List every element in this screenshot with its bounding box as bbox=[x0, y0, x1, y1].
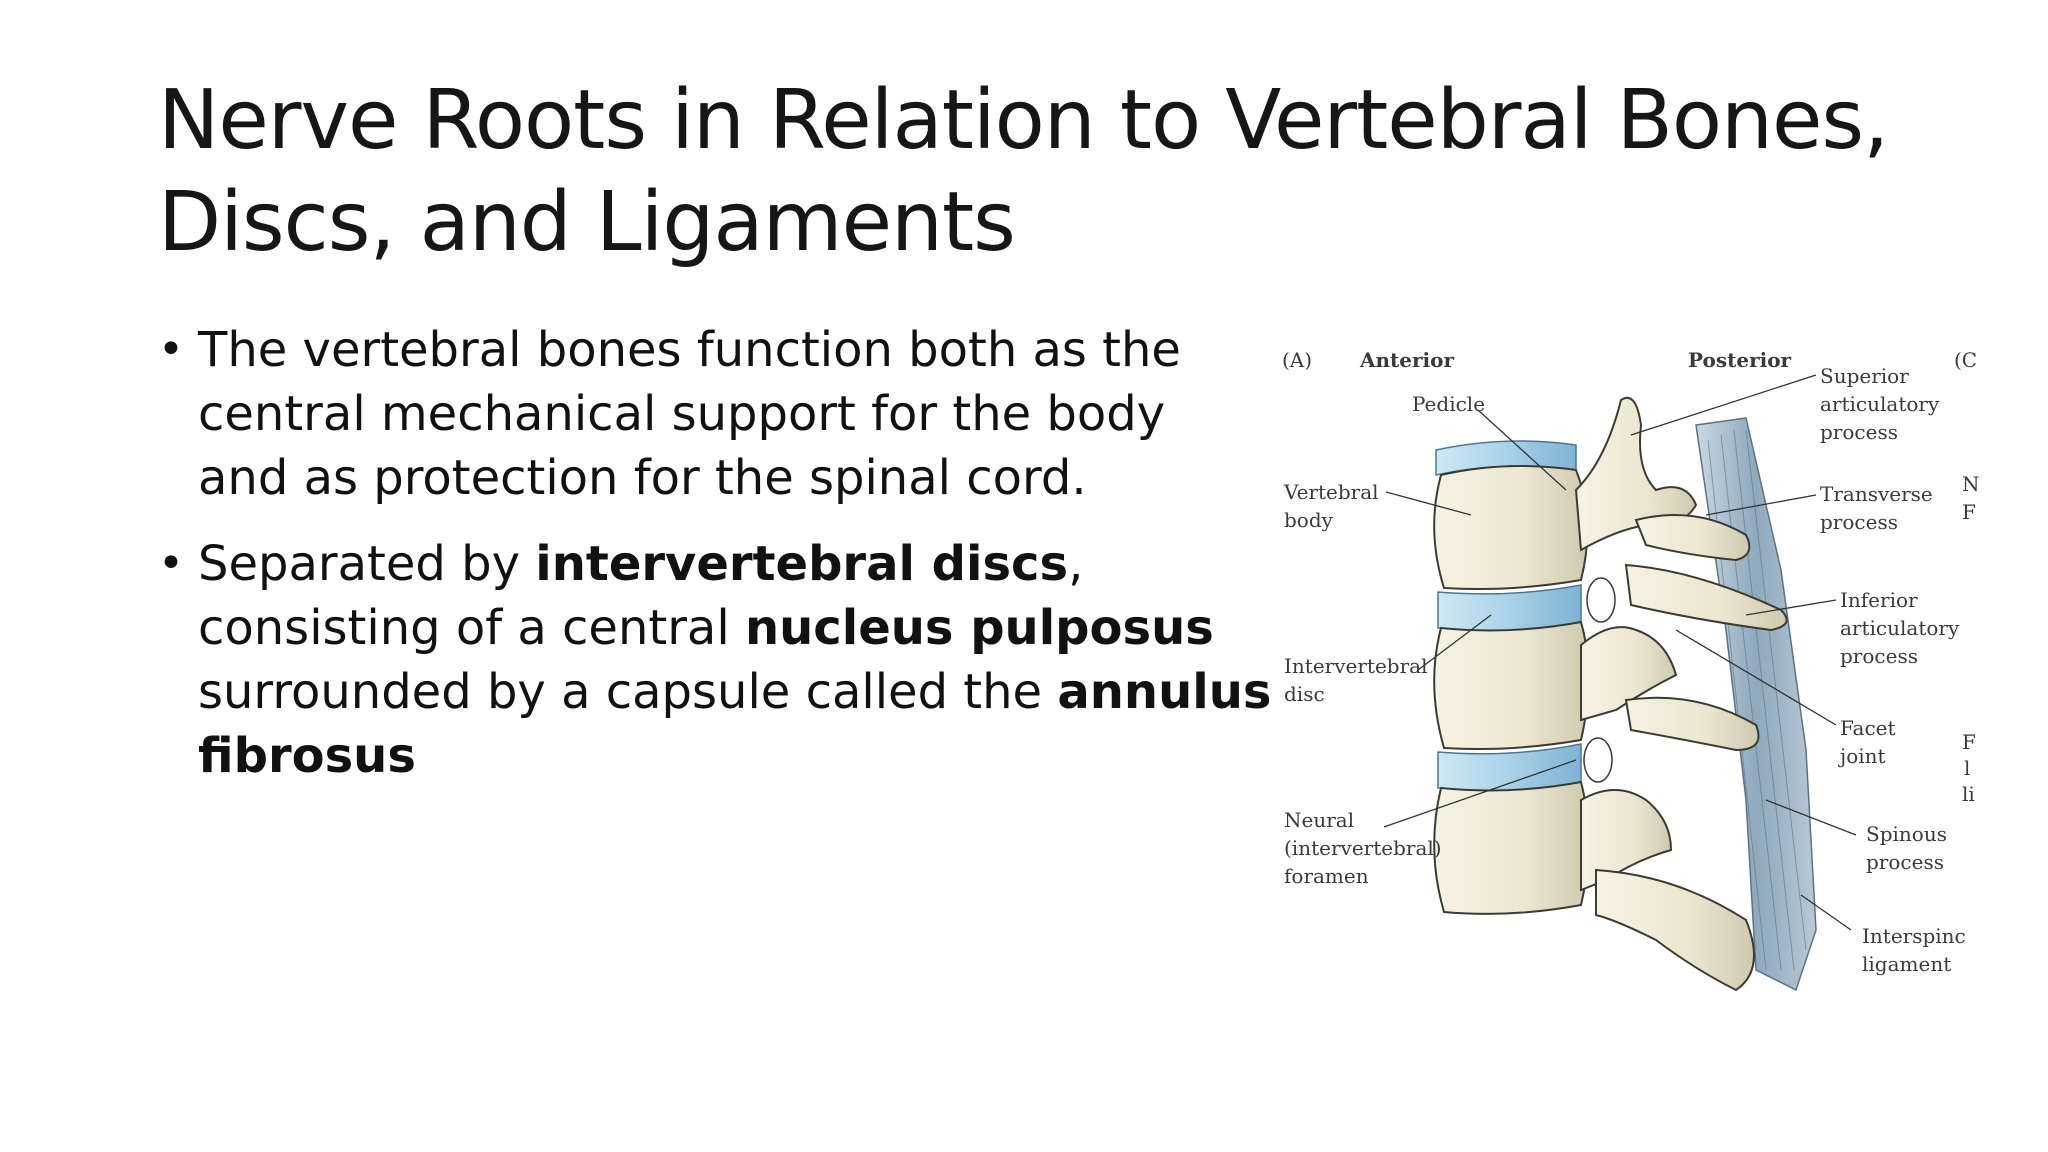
label-inferior-articular-process: Inferior articulatory process bbox=[1840, 586, 1959, 670]
label-line: articulatory bbox=[1820, 392, 1940, 416]
text-run: , bbox=[1068, 536, 1084, 592]
edge-fragment: li bbox=[1962, 782, 1975, 806]
label-facet-joint: Facet joint bbox=[1840, 714, 1896, 770]
text-run: The vertebral bones function both as the bbox=[198, 322, 1181, 378]
label-line: Inferior bbox=[1840, 588, 1918, 612]
label-transverse-process: Transverse process bbox=[1820, 480, 1933, 536]
edge-fragment: l bbox=[1964, 756, 1971, 780]
label-line: Spinous bbox=[1866, 822, 1947, 846]
term-fibrosus: fibrosus bbox=[198, 728, 416, 784]
edge-fragment: N bbox=[1962, 472, 1980, 496]
spine-diagram: (A) Anterior Posterior (C Pedicle Verteb… bbox=[1276, 330, 1980, 1010]
bullet-2-line-2: consisting of a central nucleus pulposus bbox=[198, 596, 1268, 660]
label-line: process bbox=[1840, 644, 1918, 668]
edge-marker: (C bbox=[1954, 348, 1978, 372]
label-spinous-process: Spinous process bbox=[1866, 820, 1947, 876]
leader-lines bbox=[1383, 374, 1857, 931]
label-line: (intervertebral) bbox=[1284, 836, 1442, 860]
title-line-2: Discs, and Ligaments bbox=[158, 175, 1016, 270]
label-line: Transverse bbox=[1820, 482, 1933, 506]
inferior-process-1 bbox=[1624, 563, 1788, 632]
text-run: surrounded by a capsule called the bbox=[198, 664, 1058, 720]
label-intervertebral-disc: Intervertebral disc bbox=[1284, 652, 1427, 708]
label-line: articulatory bbox=[1840, 616, 1960, 640]
label-pedicle: Pedicle bbox=[1412, 392, 1486, 416]
label-line: process bbox=[1866, 850, 1944, 874]
panel-letter: (A) bbox=[1282, 348, 1313, 372]
label-line: ligament bbox=[1862, 952, 1952, 976]
bullet-dot: • bbox=[158, 538, 184, 589]
label-vertebral-body: Vertebral body bbox=[1284, 478, 1379, 534]
label-superior-articular-process: Superior articulatory process bbox=[1820, 362, 1939, 446]
posterior-label: Posterior bbox=[1688, 348, 1792, 372]
intervertebral-disc-1 bbox=[1437, 584, 1582, 632]
bullet-1-line-1: The vertebral bones function both as the bbox=[198, 318, 1268, 382]
bullet-1-line-3: and as protection for the spinal cord. bbox=[198, 446, 1268, 510]
bullet-2-line-4: fibrosus bbox=[198, 724, 1268, 788]
text-run: central mechanical support for the body bbox=[198, 386, 1166, 442]
label-line: process bbox=[1820, 510, 1898, 534]
text-run: and as protection for the spinal cord. bbox=[198, 450, 1087, 506]
label-line: Neural bbox=[1284, 808, 1355, 832]
label-line: Facet bbox=[1840, 716, 1896, 740]
spinous-process bbox=[1595, 868, 1755, 992]
bullet-item-intervertebral-discs: • Separated by intervertebral discs, con… bbox=[158, 532, 1272, 788]
slide-title: Nerve Roots in Relation to Vertebral Bon… bbox=[158, 70, 1889, 274]
term-intervertebral-discs: intervertebral discs bbox=[535, 536, 1069, 592]
transverse-process-1 bbox=[1634, 514, 1751, 562]
label-line: disc bbox=[1284, 682, 1325, 706]
term-nucleus-pulposus: nucleus pulposus bbox=[744, 600, 1214, 656]
bullet-2-line-1: Separated by intervertebral discs, bbox=[198, 532, 1268, 596]
anterior-label: Anterior bbox=[1360, 348, 1455, 372]
vertebral-body-2 bbox=[1433, 620, 1590, 750]
bullet-1-line-2: central mechanical support for the body bbox=[198, 382, 1268, 446]
label-line: body bbox=[1284, 508, 1333, 532]
term-annulus: annulus bbox=[1057, 664, 1272, 720]
edge-fragment: F bbox=[1962, 730, 1976, 754]
label-line: process bbox=[1820, 420, 1898, 444]
vertebral-body-3 bbox=[1433, 780, 1590, 915]
neural-foramen-2 bbox=[1583, 737, 1613, 783]
title-line-1: Nerve Roots in Relation to Vertebral Bon… bbox=[158, 73, 1889, 168]
label-neural-foramen: Neural (intervertebral) foramen bbox=[1284, 806, 1442, 890]
bullet-2-line-3: surrounded by a capsule called the annul… bbox=[198, 660, 1272, 724]
label-line: Interspinc bbox=[1862, 924, 1966, 948]
vertebral-body-1 bbox=[1433, 465, 1589, 590]
bullet-dot: • bbox=[158, 324, 184, 375]
label-line: Vertebral bbox=[1284, 480, 1379, 504]
text-run: consisting of a central bbox=[198, 600, 745, 656]
edge-fragment: F bbox=[1962, 500, 1976, 524]
label-line: foramen bbox=[1284, 864, 1369, 888]
spine-illustration bbox=[1383, 374, 1857, 992]
transverse-process-2 bbox=[1624, 696, 1760, 752]
neural-foramen-1 bbox=[1586, 577, 1616, 623]
bullet-item-vertebral-bones: • The vertebral bones function both as t… bbox=[158, 318, 1268, 510]
text-run: Separated by bbox=[198, 536, 536, 592]
articular-process-3 bbox=[1580, 789, 1673, 892]
label-line: Superior bbox=[1820, 364, 1909, 388]
label-line: Intervertebral bbox=[1284, 654, 1428, 678]
bullet-list: • The vertebral bones function both as t… bbox=[158, 318, 1272, 810]
label-line: joint bbox=[1840, 744, 1886, 768]
label-interspinous-ligament: Interspinc ligament bbox=[1862, 922, 1966, 978]
